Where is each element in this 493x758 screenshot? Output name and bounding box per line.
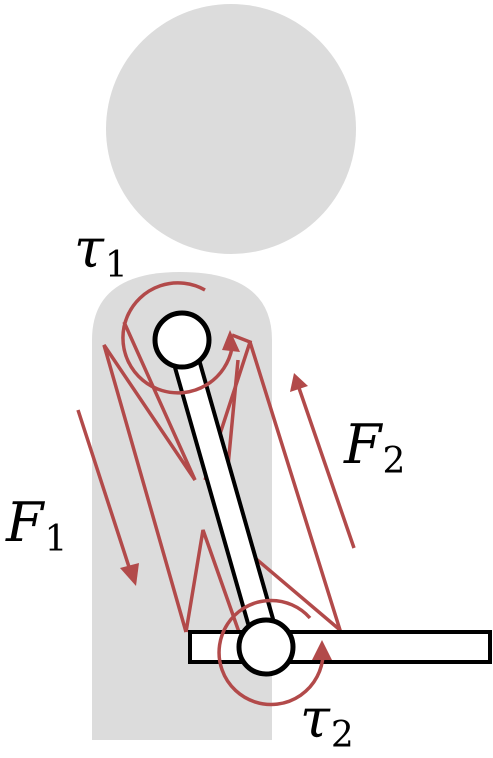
forearm-segment — [188, 630, 492, 664]
f2-arrowhead — [290, 373, 308, 392]
f1-label: F1 — [6, 496, 67, 558]
muscle-left — [102, 321, 197, 633]
tau2-symbol: τ — [300, 687, 330, 750]
f2-arrow-shaft — [297, 387, 356, 549]
f1-symbol: F — [6, 491, 44, 554]
tau1-arc — [121, 281, 234, 395]
torque-arcs — [121, 281, 325, 707]
muscle-right — [220, 341, 344, 636]
muscle-left-lower — [184, 529, 242, 636]
tau1-label: τ1 — [74, 222, 128, 284]
f2-label: F2 — [344, 418, 405, 480]
f1-arrowhead — [120, 563, 139, 586]
muscles — [102, 321, 344, 636]
elbow-joint — [236, 617, 296, 677]
tau1-symbol: τ — [74, 217, 104, 280]
f1-subscript: 1 — [44, 519, 68, 560]
tau2-arrowhead — [312, 640, 332, 660]
tau1-subscript: 1 — [104, 245, 128, 286]
head-shape — [106, 4, 356, 254]
tau2-label: τ2 — [300, 692, 354, 754]
f1-arrow-shaft — [76, 409, 132, 571]
f2-subscript: 2 — [382, 441, 406, 482]
shoulder-joint — [152, 310, 212, 370]
tau2-arc — [217, 598, 325, 707]
tau2-subscript: 2 — [330, 715, 354, 756]
tau1-arrowhead — [222, 330, 240, 352]
force-arrows — [76, 373, 356, 586]
f2-symbol: F — [344, 413, 382, 476]
